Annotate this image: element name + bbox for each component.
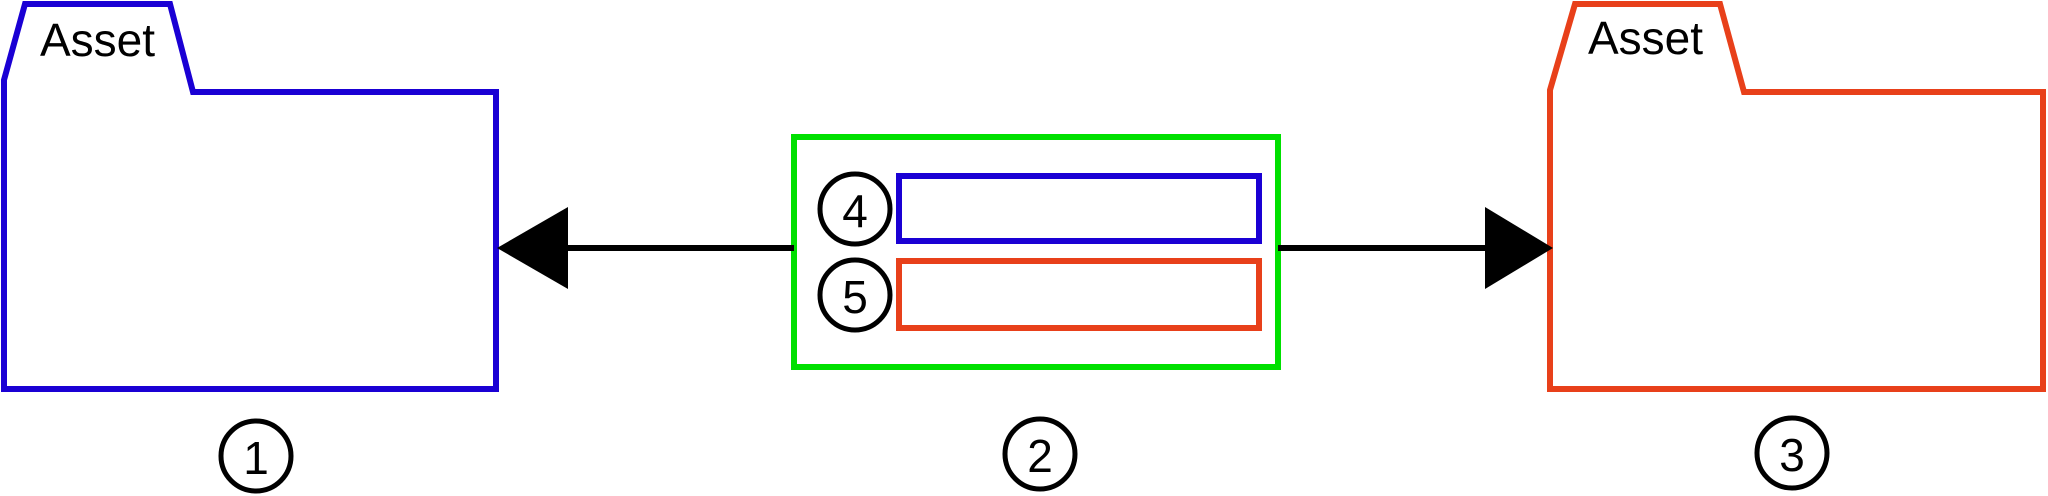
marker-1[interactable]: 1 bbox=[218, 418, 294, 494]
slot-4-box[interactable] bbox=[896, 173, 1262, 244]
marker-4[interactable]: 4 bbox=[817, 171, 893, 247]
left-asset-folder[interactable] bbox=[1, 0, 499, 392]
arrow-left-head bbox=[497, 207, 568, 289]
transaction-group-box[interactable] bbox=[791, 134, 1281, 370]
marker-4-number: 4 bbox=[842, 185, 868, 237]
arrow-right-to-folder bbox=[1278, 207, 1553, 289]
marker-1-number: 1 bbox=[243, 432, 269, 484]
marker-3-number: 3 bbox=[1779, 429, 1805, 481]
marker-2[interactable]: 2 bbox=[1002, 416, 1078, 492]
marker-1-circle bbox=[218, 418, 294, 494]
right-folder-label: Asset bbox=[1588, 12, 1703, 64]
marker-5-circle bbox=[817, 257, 893, 333]
marker-5[interactable]: 5 bbox=[817, 257, 893, 333]
right-asset-folder[interactable] bbox=[1547, 0, 2046, 392]
marker-4-circle bbox=[817, 171, 893, 247]
marker-2-circle bbox=[1002, 416, 1078, 492]
left-folder-shape bbox=[1, 0, 499, 392]
right-folder-shape bbox=[1547, 0, 2046, 392]
arrow-right-head bbox=[1485, 207, 1553, 289]
group-box-outline bbox=[791, 134, 1281, 370]
marker-2-number: 2 bbox=[1027, 430, 1053, 482]
marker-5-number: 5 bbox=[842, 271, 868, 323]
arrow-left-to-folder bbox=[497, 207, 794, 289]
left-folder-label: Asset bbox=[40, 14, 155, 66]
marker-3[interactable]: 3 bbox=[1754, 415, 1830, 491]
slot-5-box[interactable] bbox=[896, 258, 1262, 331]
marker-3-circle bbox=[1754, 415, 1830, 491]
